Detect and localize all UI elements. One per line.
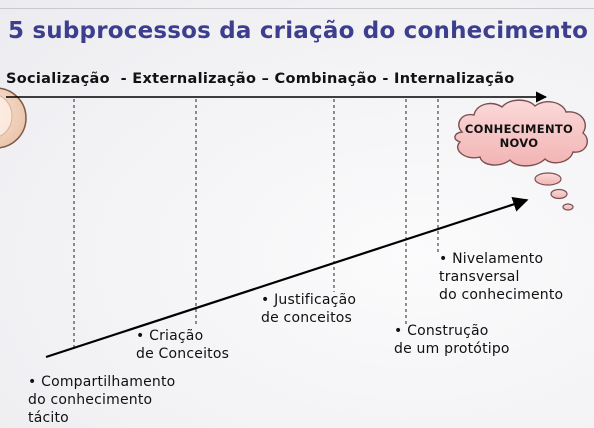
decorative-blob [0,87,27,149]
phase-dividers [73,99,439,350]
step-line: • Criação [136,328,204,344]
step-line: de conceitos [261,310,353,326]
step-justificacao: • Justificação de conceitos [261,291,356,327]
step-line: tácito [28,410,69,426]
slide-title: 5 subprocessos da criação do conheciment… [8,18,589,44]
knowledge-cloud [454,99,588,167]
step-line: do conhecimento [439,287,564,303]
thought-bubble [534,172,562,186]
step-line: • Compartilhamento [28,374,176,390]
step-line: de um protótipo [394,341,510,357]
phase-externalizacao: Externalização [132,71,257,87]
step-line: • Justificação [261,292,357,308]
step-construcao: • Construção de um protótipo [394,322,510,358]
step-compartilhamento: • Compartilhamento do conhecimento tácit… [28,373,175,427]
phase-separator: - [377,71,395,87]
step-line: do conhecimento [28,392,153,408]
step-criacao: • Criação de Conceitos [136,327,229,363]
phase-labels: Socialização - Externalização – Combinaç… [6,71,514,87]
step-line: • Nivelamento [439,251,544,267]
cloud-label-line: CONHECIMENTO [464,122,574,136]
step-line: • Construção [394,323,489,339]
phase-internalizacao: Internalização [394,71,515,87]
top-rule [0,8,594,9]
thought-bubble [562,203,574,211]
phase-separator: - [109,71,133,87]
step-nivelamento: • Nivelamento transversal do conheciment… [439,250,563,304]
step-line: transversal [439,269,520,285]
cloud-label: CONHECIMENTO NOVO [455,122,583,150]
phase-combinacao: Combinação [274,71,378,87]
thought-bubbles [534,172,574,211]
thought-bubble [550,188,568,200]
phase-socializacao: Socialização [6,71,110,87]
step-line: de Conceitos [136,346,230,362]
growth-arrow [45,196,529,359]
phase-separator: – [256,71,275,87]
cloud-label-line: NOVO [499,136,539,150]
